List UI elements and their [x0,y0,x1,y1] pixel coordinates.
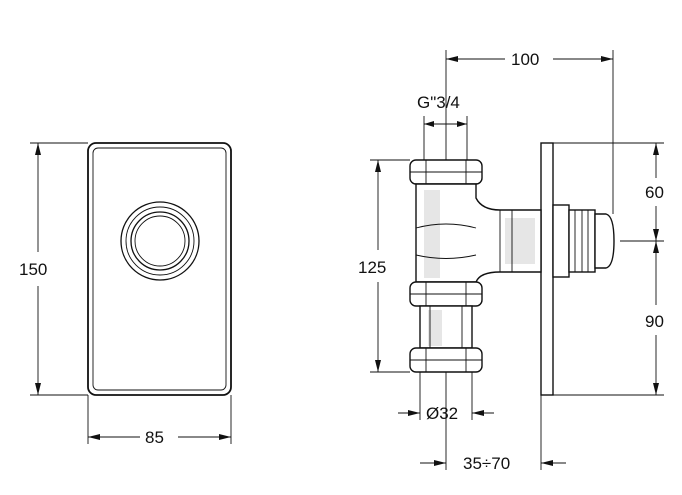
side-view: 100 G"3/4 125 60 90 [358,50,664,473]
button-housing [552,204,570,278]
wall-range-label: 35÷70 [463,454,510,473]
button-cap [594,213,615,269]
push-button-inner [130,211,190,271]
front-height-label: 150 [19,260,47,279]
connecting-pipe [419,305,473,349]
wall-plate [540,142,554,396]
push-button-ring [125,206,195,276]
lower-offset-label: 90 [645,312,664,331]
front-width-label: 85 [145,428,164,447]
depth-label: 100 [511,50,539,69]
pipe-diameter-label: Ø32 [426,404,458,423]
push-button-face [134,215,186,267]
front-view: 150 85 [19,142,232,447]
front-plate-outer [87,142,232,396]
front-plate-inner [92,147,227,391]
push-button-outer [120,201,200,281]
upper-offset-label: 60 [645,183,664,202]
side-height-label: 125 [358,258,386,277]
thread-label: G"3/4 [417,93,460,112]
